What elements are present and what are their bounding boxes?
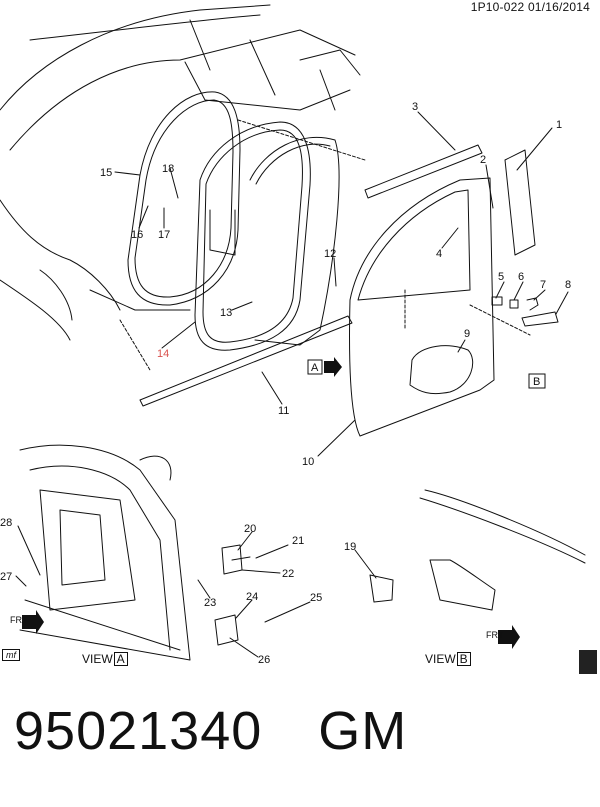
frt-label-a: FRT [10,615,28,625]
callout-5: 5 [498,271,504,283]
inner-door-view-a [19,444,191,661]
callout-20: 20 [244,523,256,535]
callout-23: 23 [204,597,216,609]
frt-arrow-a: FRT [10,610,44,634]
view-b-word: VIEW [425,652,456,666]
gm-badge-logo [579,650,597,674]
view-ref-b-label: B [533,376,540,388]
front-door-10 [348,177,495,437]
view-ref-a: A [307,357,342,377]
callout-4: 4 [436,248,442,260]
frt-label-b: FRT [486,630,504,640]
callout-3: 3 [412,101,418,113]
car-body-outline [0,4,361,341]
callout-28: 28 [0,517,12,529]
callout-numbers: 1 2 3 4 5 6 7 8 9 10 11 12 13 14 15 16 1… [0,101,571,666]
callout-27: 27 [0,571,12,583]
doc-id: 1P10-022 [470,0,525,14]
callout-9: 9 [464,328,470,340]
part-footer: 95021340 GM [14,700,407,762]
callout-21: 21 [292,535,304,547]
view-ref-a-label: A [311,362,319,374]
upper-hinge [221,544,251,575]
door-parts-diagram: A B FRT FRT 1 2 3 4 5 6 7 8 9 10 11 12 1… [0,4,586,666]
callout-22: 22 [282,568,294,580]
callout-15: 15 [100,167,112,179]
door-opening-weatherstrip-15 [127,91,241,306]
callout-19: 19 [344,541,356,553]
callout-11: 11 [278,405,289,417]
callout-7: 7 [540,279,546,291]
projection-lines [119,119,531,371]
callout-24: 24 [246,591,258,603]
callout-26: 26 [258,654,270,666]
weatherstrip-14 [194,121,311,351]
callout-17: 17 [158,229,170,241]
mf-tag: mf [2,649,20,661]
leader-lines [15,111,569,658]
callout-12: 12 [324,248,336,260]
callout-18: 18 [162,163,174,175]
outside-mirror-9 [409,345,473,395]
doc-date: 01/16/2014 [527,0,590,14]
front-door-10-window-frame [357,189,471,301]
weatherstrip-13-inner [255,143,331,185]
callout-14: 14 [157,348,169,360]
callout-13: 13 [220,307,232,319]
view-b-letter: B [456,652,471,666]
frt-arrow-b: FRT [486,625,520,649]
part-number: 95021340 [14,701,263,761]
handle-assembly-b [491,296,559,327]
callout-2: 2 [480,154,486,166]
callout-8: 8 [565,279,571,291]
applique-1 [504,149,536,256]
rocker-molding-11 [139,315,353,407]
view-ref-b: B [528,373,546,389]
diagram-header: 1P10-022 01/16/2014 [471,0,590,14]
callout-1: 1 [556,119,562,131]
brand-name: GM [318,701,408,761]
door-opening-weatherstrip-15-inner [134,99,234,298]
callout-25: 25 [310,592,322,604]
weatherstrip-14-inner [202,129,303,343]
callout-16: 16 [131,229,143,241]
callout-10: 10 [302,456,314,468]
belt-molding-3 [364,144,483,199]
view-a-word: VIEW [82,652,113,666]
lower-hinge [214,614,239,646]
view-b-door-edge [369,489,586,611]
weatherstrip-13 [249,136,340,346]
view-a-letter: A [113,652,128,666]
callout-6: 6 [518,271,524,283]
